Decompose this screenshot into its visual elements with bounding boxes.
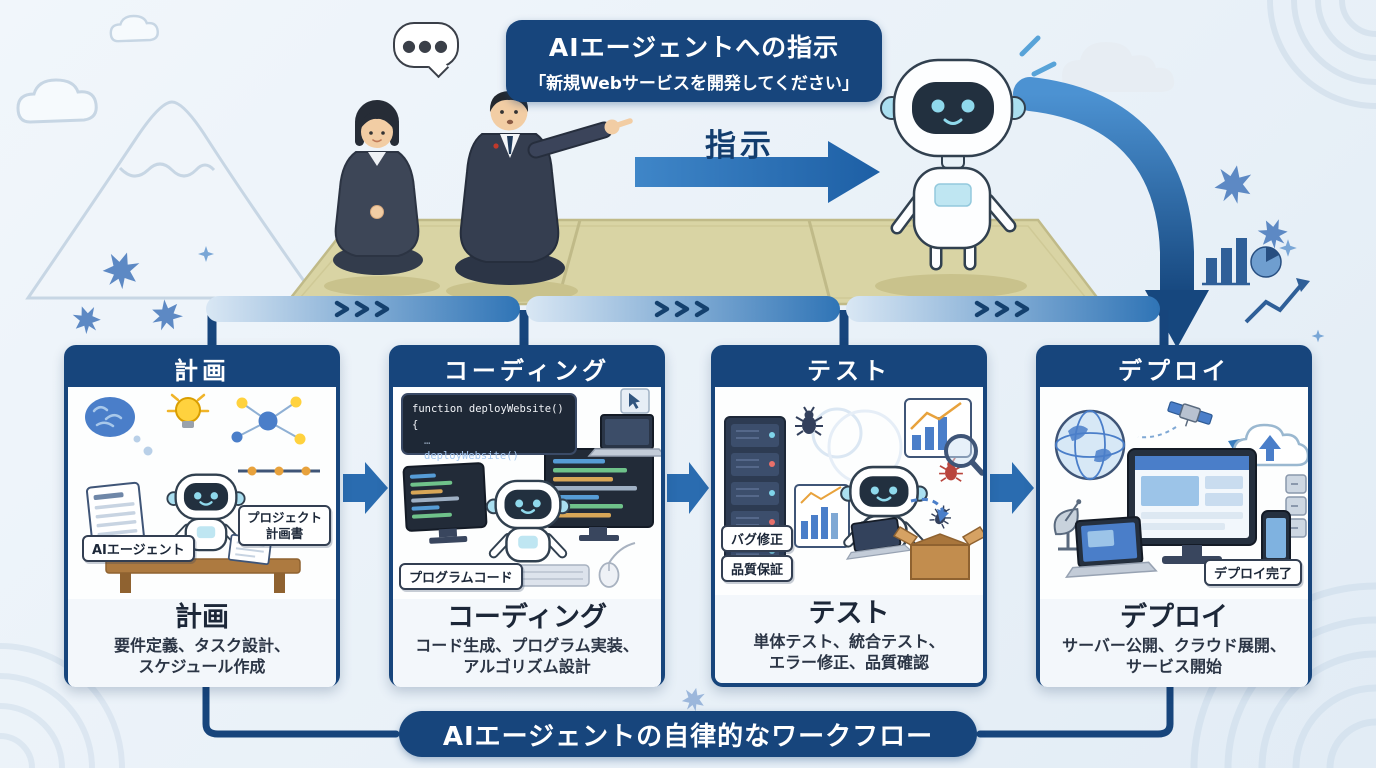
panel-flow-arrows [343,462,1034,514]
label-quality-assurance: 品質保証 [721,555,794,582]
label-bug-fix: バグ修正 [721,525,794,552]
deploy-phone [1261,510,1291,566]
panel-coding-header: コーディング [393,349,661,387]
code-monitor-right [544,448,654,541]
sparkle-lines [1019,35,1057,77]
bottom-connector [202,682,1174,738]
panel-test: バグ修正 品質保証 テスト テスト 単体テスト、統合テスト、 エラー修正、品質確… [711,345,987,687]
mount-fuji [25,100,319,300]
instruction-banner: AIエージェントへの指示 「新規Webサービスを開発してください」 [506,20,882,102]
panel-test-description: 単体テスト、統合テスト、 エラー修正、品質確認 [753,632,945,673]
desk [105,558,301,593]
panel-coding-text: コーディング コード生成、プログラム実装、 アルゴリズム設計 [393,599,661,687]
panel-coding-illustration: function deployWebsite() { … deployWebsi… [393,387,661,599]
panel-coding-title: コーディング [446,602,608,633]
code-line-3: deployWebsite() [424,450,519,463]
instruction-quote: 「新規Webサービスを開発してください」 [529,74,859,94]
panel-plan-header: 計画 [68,349,336,387]
panel-plan-text: 計画 要件定義、タスク設計、 スケジュール作成 [68,599,336,687]
panel-deploy: デプロイ [1036,345,1312,687]
globe-icon [1054,409,1126,481]
workflow-footer-banner: AIエージェントの自律的なワークフロー [399,711,977,757]
label-project-plan-doc-line1: プロジェクト [246,510,322,525]
panel-test-illustration: バグ修正 品質保証 [715,387,983,599]
laptop-held [845,517,912,560]
mindmap-icon [231,396,306,445]
curved-flow-arrow [1013,77,1209,348]
panel-deploy-text: デプロイ サーバー公開、クラウド展開、 サービス開始 [1040,599,1308,687]
panel-plan-description: 要件定義、タスク設計、 スケジュール作成 [113,636,290,677]
cursor-icon [620,388,650,414]
code-line-1: function deployWebsite() { [412,403,564,431]
cloud-outline-2 [109,14,159,43]
brain-icon [85,397,135,437]
panel-coding: コーディング [389,345,665,687]
laptop-icon [587,414,661,457]
deploy-monitor [1127,448,1257,564]
satellite-icon [1167,401,1213,427]
code-editor-window: function deployWebsite() { … deployWebsi… [401,393,577,462]
person-man [455,91,633,285]
panel-plan: 計画 [64,345,340,687]
speech-dots: ●●● [402,35,450,55]
panel-deploy-description: サーバー公開、クラウド展開、 サービス開始 [1062,636,1286,677]
chevrons [334,300,1030,318]
satellite-dish-icon [1053,499,1082,551]
timeline-icon [238,466,320,476]
panel-deploy-header: デプロイ [1040,349,1308,387]
bug-icon-dark [794,406,824,436]
mouse [598,542,636,588]
deploy-laptop [1064,516,1158,578]
instruction-arrow [635,141,880,203]
corner-pattern-top-right [1267,0,1376,109]
code-monitor-left [402,462,488,544]
panel-deploy-illustration: デプロイ完了 [1040,387,1308,599]
lightbulb-icon [166,393,210,428]
ai-robot-main [880,35,1057,271]
instruction-arrow-label: 指示 [705,128,775,164]
label-ai-agent: AIエージェント [82,535,195,562]
analytics-decoration [1202,238,1310,324]
panel-deploy-title: デプロイ [1120,602,1228,633]
label-deploy-complete: デプロイ完了 [1203,559,1302,586]
dashboard-card [794,484,850,548]
instruction-title: AIエージェントへの指示 [548,33,840,62]
panel-test-header: テスト [715,349,983,387]
label-project-plan-doc: プロジェクト 計画書 [237,505,331,547]
code-line-2: … [424,434,431,447]
shadow-woman [324,276,440,296]
magnifier-icon [944,434,983,476]
chart-card [904,398,972,458]
cloud-top-right [1062,42,1175,92]
label-program-code: プログラムコード [399,563,523,590]
cardboard-box [892,525,983,580]
panel-coding-description: コード生成、プログラム実装、 アルゴリズム設計 [415,636,639,677]
server-stack [1285,474,1307,538]
top-connectors [206,296,1169,348]
panel-plan-illustration: AIエージェント プロジェクト 計画書 [68,387,336,599]
cloud-outline-1 [16,78,98,124]
panel-test-title: テスト [808,598,890,629]
panel-plan-title: 計画 [175,602,229,633]
label-project-plan-doc-line2: 計画書 [265,525,304,541]
panel-test-text: テスト 単体テスト、統合テスト、 エラー修正、品質確認 [715,595,983,683]
person-woman [333,100,423,275]
speech-bubble: ●●● [393,22,459,68]
shadow-robot [875,274,1027,298]
